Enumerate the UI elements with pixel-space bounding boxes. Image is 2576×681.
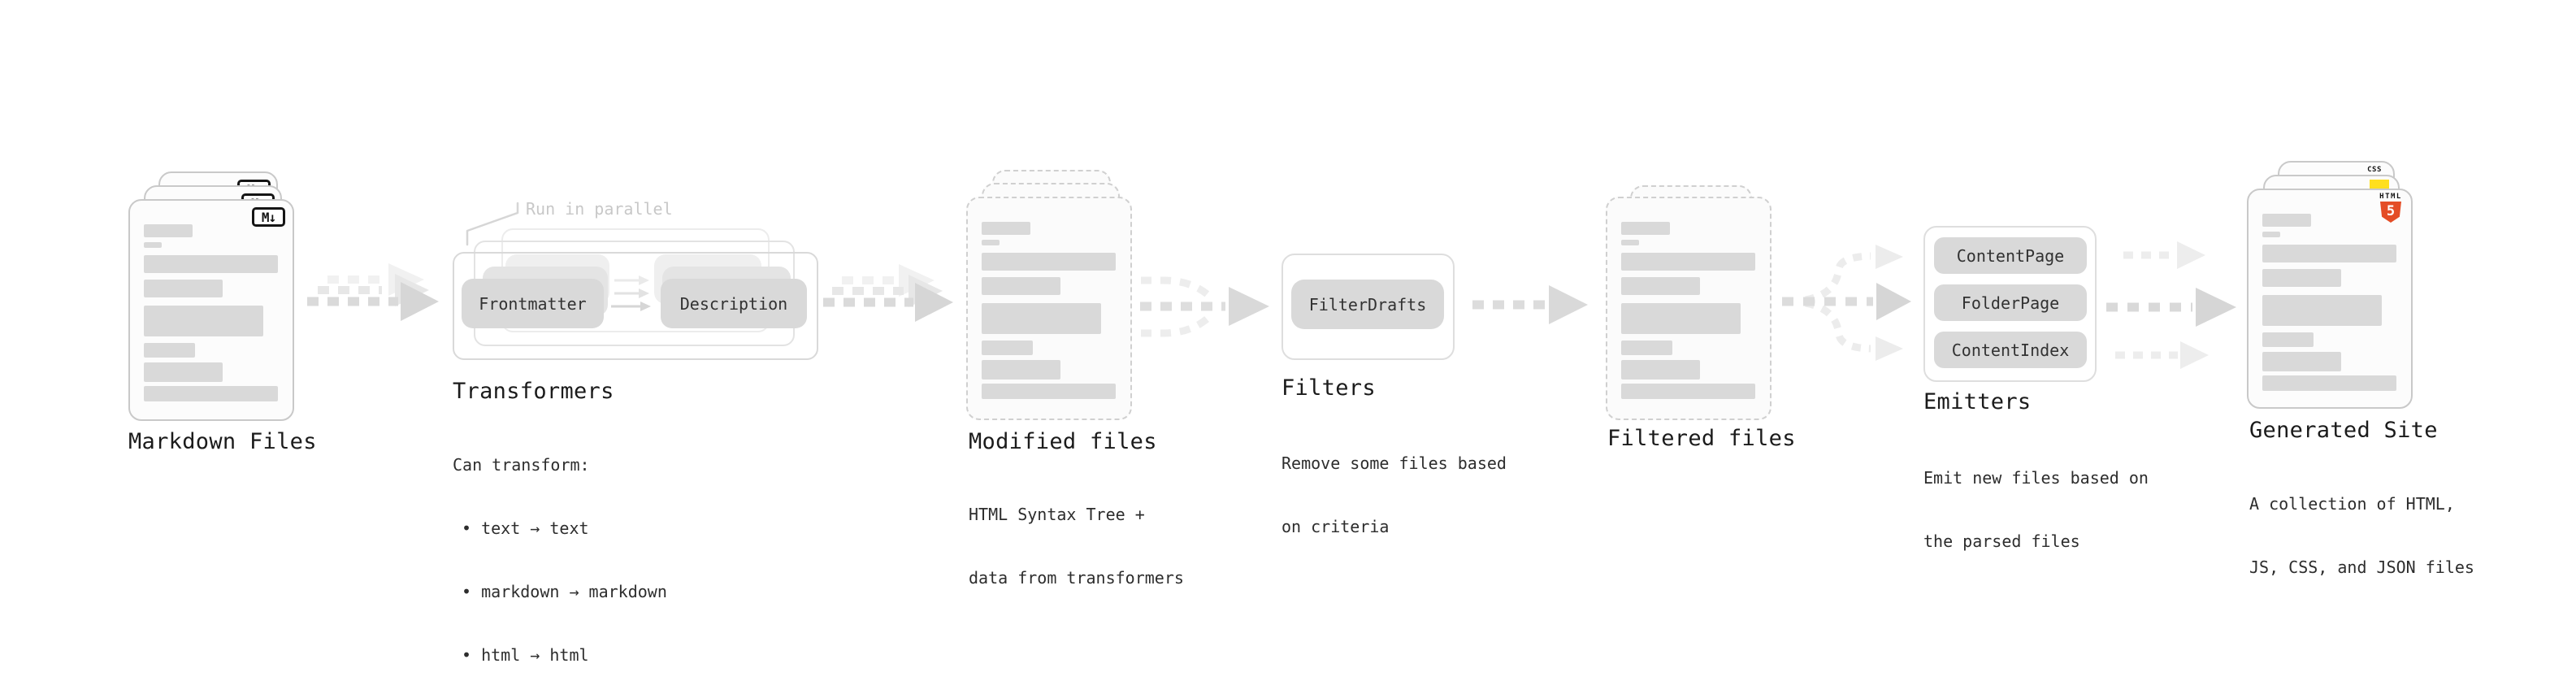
css-icon-label: CSS (2367, 166, 2382, 174)
doc-line-bar (982, 222, 1030, 235)
transformers-desc-intro: Can transform: (453, 455, 590, 475)
doc-line-bar (982, 384, 1116, 399)
markdown-files-stack: M↓ M↓ M↓ (128, 171, 332, 425)
folderpage-pill: FolderPage (1934, 284, 2087, 321)
generated-desc-line: JS, CSS, and JSON files (2249, 557, 2474, 577)
contentindex-pill: ContentIndex (1934, 332, 2087, 368)
description-pill: Description (661, 279, 807, 328)
doc-line-bar (144, 280, 223, 297)
transformers-bullet: • html → html (462, 645, 589, 665)
stage-label-generated-site: Generated Site (2249, 418, 2438, 443)
generated-site-description: A collection of HTML, JS, CSS, and JSON … (2249, 451, 2474, 620)
transformers-bullet: • markdown → markdown (462, 582, 667, 601)
filters-desc-line: Remove some files based (1281, 453, 1507, 473)
stage-label-modified-files: Modified files (969, 429, 1157, 454)
emitters-description: Emit new files based on the parsed files (1923, 425, 2149, 594)
arrow-emitters-to-generated (2106, 241, 2236, 369)
doc-line-bar (2262, 269, 2341, 287)
generated-file-card-front: HTML 5 (2247, 189, 2413, 409)
doc-line-bar (982, 340, 1033, 355)
transformers-bullet: • text → text (462, 518, 589, 538)
doc-line-bar (1621, 340, 1672, 355)
javascript-icon (2370, 180, 2389, 189)
doc-line-bar (144, 255, 278, 273)
doc-line-bar (2262, 232, 2280, 237)
html5-icon-word: HTML (2379, 193, 2402, 201)
generated-desc-line: A collection of HTML, (2249, 494, 2455, 514)
filtered-files-stack (1606, 185, 1809, 425)
doc-line-bar (982, 303, 1101, 334)
emitters-desc-line: the parsed files (1923, 531, 2080, 551)
doc-line-bar (1621, 303, 1741, 334)
html5-icon-shield: 5 (2380, 202, 2401, 223)
transformer-layer-front (453, 252, 818, 360)
arrow-filters-to-filtered (1472, 285, 1588, 324)
emitters-desc-line: Emit new files based on (1923, 468, 2149, 488)
run-in-parallel-annotation: Run in parallel (526, 199, 673, 219)
modified-files-stack (966, 170, 1169, 423)
doc-line-bar (2262, 375, 2396, 391)
doc-line-bar (982, 277, 1060, 295)
stage-label-filtered-files: Filtered files (1607, 426, 1796, 451)
doc-line-bar (1621, 253, 1755, 271)
doc-line-bar (2262, 332, 2314, 347)
doc-line-bar (144, 242, 162, 248)
filtered-file-card-front (1606, 197, 1772, 420)
doc-line-bar (982, 253, 1116, 271)
contentpage-pill: ContentPage (1934, 237, 2087, 274)
modified-desc-line: HTML Syntax Tree + (969, 505, 1145, 524)
doc-line-bar (144, 343, 195, 358)
doc-line-bar (1621, 360, 1700, 380)
doc-line-bar (982, 360, 1060, 380)
doc-line-bar (1621, 277, 1700, 295)
doc-line-bar (1621, 240, 1639, 245)
arrow-transformers-to-modified (823, 264, 953, 322)
stage-label-filters: Filters (1281, 375, 1376, 401)
doc-line-bar (144, 306, 263, 336)
generated-site-stack: CSS HTML 5 (2247, 161, 2450, 413)
doc-line-bar (1621, 222, 1670, 235)
doc-line-bar (144, 386, 278, 401)
doc-line-bar (2262, 352, 2341, 371)
markdown-icon: M↓ (252, 207, 285, 227)
stage-label-markdown-files: Markdown Files (128, 429, 317, 454)
frontmatter-pill: Frontmatter (462, 279, 604, 328)
filters-description: Remove some files based on criteria (1281, 410, 1507, 579)
stage-label-transformers: Transformers (453, 379, 614, 404)
doc-line-bar (2262, 214, 2311, 227)
modified-files-description: HTML Syntax Tree + data from transformer… (969, 462, 1184, 631)
doc-line-bar (1621, 384, 1755, 399)
modified-file-card-front (966, 197, 1132, 420)
doc-line-bar (2262, 295, 2382, 326)
doc-line-bar (144, 224, 193, 237)
modified-desc-line: data from transformers (969, 568, 1184, 588)
transformers-description: Can transform: • text → text • markdown … (453, 412, 667, 681)
doc-line-bar (2262, 245, 2396, 262)
filters-desc-line: on criteria (1281, 517, 1390, 536)
markdown-file-card-front: M↓ (128, 199, 294, 421)
doc-line-bar (982, 240, 1000, 245)
doc-line-bar (144, 362, 223, 382)
filterdrafts-pill: FilterDrafts (1291, 280, 1444, 329)
stage-label-emitters: Emitters (1923, 389, 2032, 414)
html5-icon: HTML 5 (2377, 193, 2405, 223)
